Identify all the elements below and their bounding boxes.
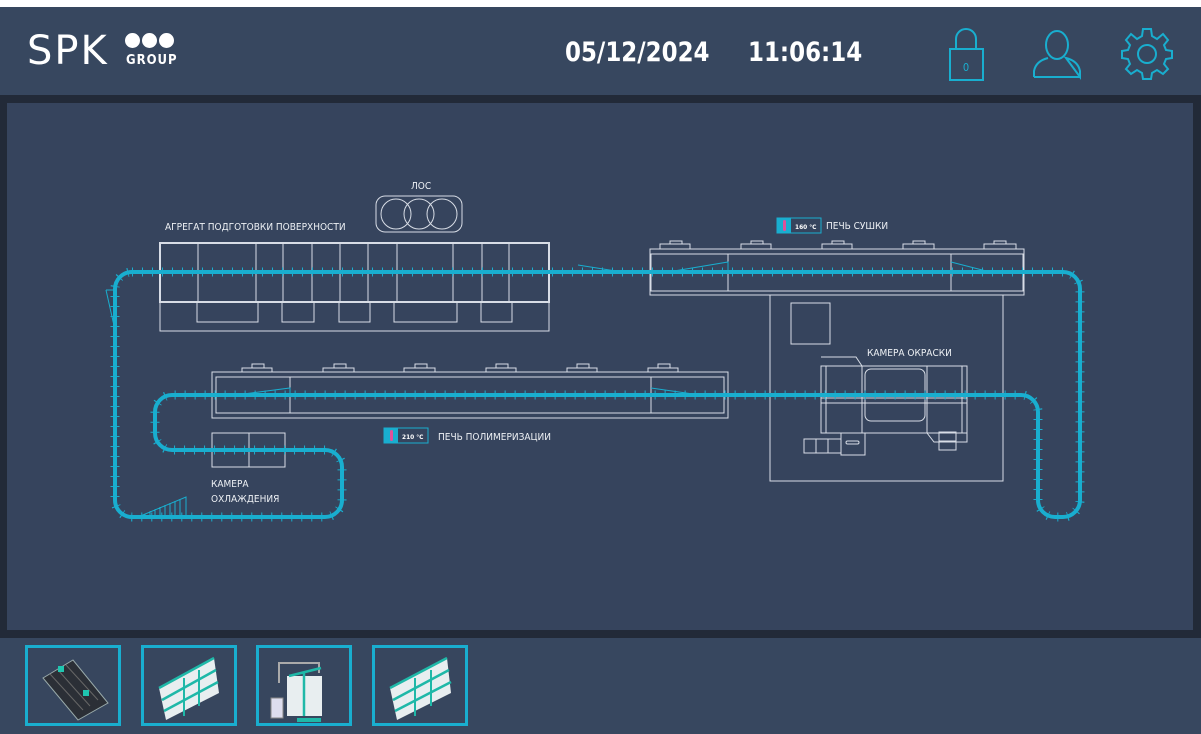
paint-booth-label: КАМЕРА ОКРАСКИ [867, 348, 952, 359]
top-strip [0, 0, 1201, 7]
production-line-diagram: ЛОС АГРЕГАТ ПОДГОТОВКИ ПОВЕРХНОСТИ ПЕЧЬ … [105, 181, 1085, 522]
thermometer-icon [390, 430, 393, 441]
surface-prep-unit-image [42, 659, 109, 721]
thumb-surface-prep-unit[interactable] [25, 645, 121, 726]
los-unit[interactable] [375, 195, 463, 233]
conveyor-track [113, 270, 1082, 519]
los-label: ЛОС [411, 181, 431, 192]
logo-dots [125, 33, 176, 52]
surface-prep-unit[interactable] [159, 242, 550, 332]
curing-oven-temp: 210 °C [402, 433, 423, 441]
user-icon[interactable] [1030, 27, 1084, 85]
curing-oven-temp-badge: 210 °C [383, 427, 429, 444]
curing-oven-image [389, 656, 452, 720]
surface-prep-label: АГРЕГАТ ПОДГОТОВКИ ПОВЕРХНОСТИ [165, 222, 346, 233]
paint-booth[interactable] [769, 294, 1004, 482]
logo: SPK [27, 28, 109, 74]
drying-oven-label: ПЕЧЬ СУШКИ [826, 221, 888, 232]
drying-oven-temp: 160 °C [795, 223, 816, 231]
drying-oven-temp-badge: 160 °C [776, 217, 822, 234]
paint-booth-image [270, 662, 322, 722]
cooling-label-line2: ОХЛАЖДЕНИЯ [211, 494, 279, 505]
thumb-drying-oven[interactable] [141, 645, 237, 726]
time-display: 11:06:14 [748, 37, 863, 68]
thermometer-icon [783, 220, 786, 231]
cooling-label-line1: КАМЕРА [211, 479, 249, 490]
drying-oven-image [158, 656, 219, 720]
lock-icon[interactable]: 0 [946, 27, 986, 85]
date-display: 05/12/2024 [565, 37, 710, 68]
gear-icon[interactable] [1120, 24, 1174, 84]
drying-oven[interactable] [649, 240, 1025, 296]
curing-oven[interactable] [211, 363, 729, 419]
thumb-curing-oven[interactable] [372, 645, 468, 726]
curing-oven-label: ПЕЧЬ ПОЛИМЕРИЗАЦИИ [438, 432, 551, 443]
line-overview-panel [7, 103, 1193, 630]
lock-label: 0 [963, 61, 969, 74]
thumb-paint-booth[interactable] [256, 645, 352, 726]
header: SPK GROUP 05/12/2024 11:06:14 0 [0, 7, 1201, 95]
logo-group-text: GROUP [126, 53, 178, 68]
